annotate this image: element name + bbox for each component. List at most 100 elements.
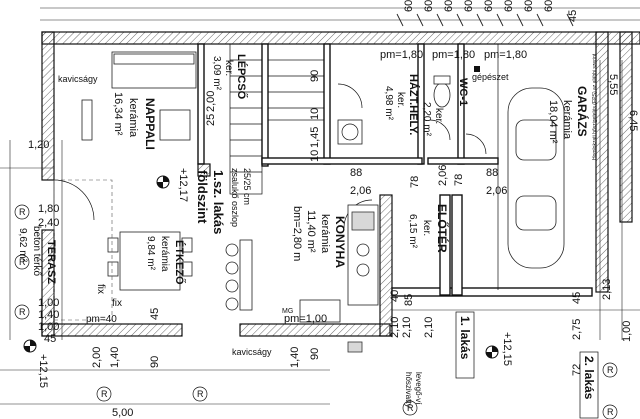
grid-marker-r: R <box>101 389 108 399</box>
pm-top-1: pm=1,80 <box>380 49 423 61</box>
mg-label: MG <box>282 308 293 315</box>
room-material-lepcso: ker. <box>223 60 234 76</box>
annotations: 1.sz. lakás földszint 25/25 cm zsalukő o… <box>23 49 599 419</box>
grid-marker-r: R <box>407 403 414 413</box>
dim-interior: 2,06 <box>486 185 507 197</box>
grid-marker-r: R <box>19 307 26 317</box>
dimension-lines <box>0 60 640 405</box>
room-area-nappali: 16,34 m² <box>112 92 124 136</box>
level-marker-icon <box>23 339 37 353</box>
pm-100-label: pm=1,00 <box>284 313 327 325</box>
dim-top-60: 60 <box>483 0 495 12</box>
dim-interior: 88 <box>350 167 362 179</box>
heat-pump-unit <box>347 341 363 353</box>
level-right: +12,15 <box>501 332 513 366</box>
dim-right: 5,55 <box>607 74 619 95</box>
room-name-eloter: ELŐTÉR <box>435 204 450 253</box>
unit-1-box <box>455 311 475 379</box>
dim-interior: 78 <box>409 176 421 188</box>
dim-top-45: 45 <box>567 10 579 22</box>
room-material-nappali: kerámia <box>127 98 139 138</box>
dim-bottom: 90 <box>149 356 161 368</box>
dim-top-60: 60 <box>403 0 415 12</box>
top-dimension-line: 60 60 60 60 60 60 60 60 45 <box>40 0 640 27</box>
dim-top-60: 60 <box>443 0 455 12</box>
level-main: +12,17 <box>177 168 189 202</box>
room-material-terasz: beton térkő <box>31 226 42 276</box>
room-material-hazt: ker. <box>395 92 406 108</box>
room-material-etkezo: kerámia <box>159 236 170 272</box>
fix-label: fix <box>112 298 122 309</box>
dim-interior: 10 <box>309 150 321 162</box>
room-name-konyha: KONYHA <box>333 216 347 268</box>
dim-bottom: 1,40 <box>289 347 301 368</box>
dim-bottom: 85 <box>403 294 415 306</box>
terrace-outline <box>0 167 113 321</box>
floor-label: földszint <box>195 170 210 224</box>
unit-1-label: 1. lakás <box>458 316 472 360</box>
dim-bottom: 2,10 <box>401 317 413 338</box>
grid-markers: R R R R R R R R <box>14 204 618 419</box>
level-terrace: +12,15 <box>37 354 49 388</box>
exterior-walls <box>41 31 640 337</box>
room-name-nappali: NAPPALI <box>143 98 157 150</box>
unit-title: 1.sz. lakás <box>211 170 226 234</box>
dim-interior: 1,45 <box>309 127 321 148</box>
dim-right: 2,75 <box>571 319 583 340</box>
room-material-garazs: kerámia <box>561 100 573 140</box>
dim-left: 1,00 <box>38 321 59 333</box>
dim-interior: 78 <box>453 174 465 186</box>
dim-bottom-total: 5,00 <box>112 407 133 419</box>
dim-left: 1,80 <box>38 203 59 215</box>
dim-interior: 10 <box>309 108 321 120</box>
room-area-hazt: 4,98 m² <box>383 86 394 121</box>
dim-right: 1,00 <box>621 321 633 342</box>
dim-top-60: 60 <box>503 0 515 12</box>
dim-right: 45 <box>571 292 583 304</box>
pm-top-3: pm=1,80 <box>484 49 527 61</box>
dim-interior: 90 <box>309 70 321 82</box>
room-area-lepcso: 3,09 m² <box>211 56 222 91</box>
room-area-eloter: 6,15 m² <box>407 214 418 249</box>
heat-pump-note-1: levegő-ví <box>414 372 423 405</box>
dim-bottom: 2,00 <box>91 347 103 368</box>
dim-interior: 88 <box>486 167 498 179</box>
dim-interior: 2,00 <box>205 91 217 112</box>
room-name-terasz: TERASZ <box>45 240 57 284</box>
dimension-texts: 1,20 1,80 2,40 1,00 1,40 1,00 45 5,55 6,… <box>28 70 639 419</box>
dim-interior: 40 <box>389 290 401 302</box>
unit-2-box <box>579 351 599 419</box>
dim-top-60: 60 <box>463 0 475 12</box>
room-area-terasz: 9,62 m² <box>17 228 28 263</box>
level-marker-icon <box>485 345 499 359</box>
room-name-garazs: GARÁZS <box>575 86 590 137</box>
room-name-wc: WC-1 <box>457 78 469 106</box>
room-area-wc: 2,20 m² <box>421 102 432 137</box>
room-name-hazt: HÁZT.HELY. <box>407 74 420 135</box>
room-height-konyha: bm=2,80 m <box>291 206 303 261</box>
room-name-lepcso: LÉPCSŐ <box>235 54 248 100</box>
dim-bottom: 90 <box>309 348 321 360</box>
dim-interior: 25 <box>205 114 217 126</box>
dim-left: 1,20 <box>28 139 49 151</box>
room-name-etkezo: ÉTKEZŐ <box>173 240 186 285</box>
dim-top-60: 60 <box>543 0 555 12</box>
room-material-eloter: ker. <box>421 220 432 236</box>
grid-marker-r: R <box>19 257 26 267</box>
dim-bottom: 2,10 <box>423 317 435 338</box>
dim-interior: 2,06 <box>437 165 449 186</box>
room-material-konyha: kerámia <box>319 214 331 254</box>
dim-top-60: 60 <box>523 0 535 12</box>
room-area-konyha: 11,40 m² <box>305 210 317 253</box>
unit-2-label: 2. lakás <box>582 356 596 400</box>
dim-right: 6,45 <box>627 110 639 131</box>
furniture <box>81 51 565 323</box>
stair-note-dimension: 25/25 cm <box>242 168 252 205</box>
fix-label: fix <box>95 284 106 294</box>
kavicsagy-bottom: kavicságy <box>232 347 272 357</box>
dim-interior: 2,06 <box>350 185 371 197</box>
dim-left: 1,00 <box>38 297 59 309</box>
room-material-wc: ker. <box>433 108 444 124</box>
stair-note-column: zsalukő oszlop <box>230 168 240 227</box>
